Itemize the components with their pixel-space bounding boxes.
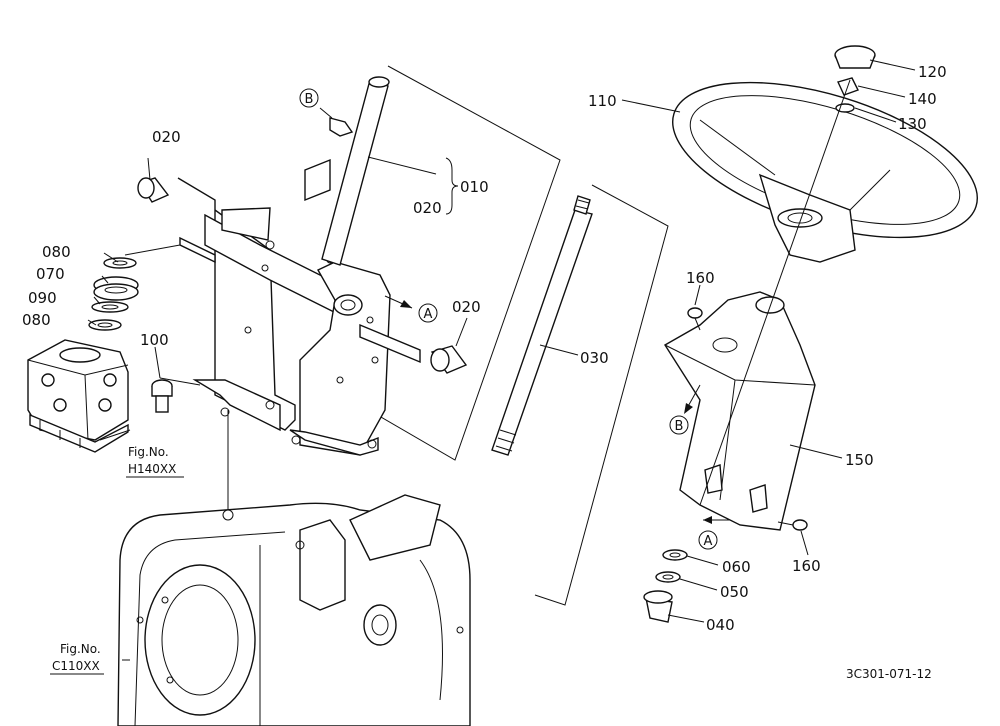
marker-a-cover-text: A (704, 534, 713, 549)
bolt-100 (151, 379, 173, 413)
label-010: 010 (460, 178, 489, 196)
screw-160-top (687, 307, 703, 331)
label-040: 040 (706, 616, 735, 634)
marker-b-clip: B (299, 88, 319, 108)
steering-shaft (491, 195, 593, 456)
marker-a-cover: A (698, 530, 718, 550)
column-tube (321, 76, 390, 266)
clip-b (329, 117, 354, 137)
label-070: 070 (36, 265, 65, 283)
fig-ref-pump-title: Fig.No. (128, 445, 169, 459)
seal-stack (88, 257, 139, 331)
steering-pump-unit (27, 339, 129, 453)
fig-ref-housing-code: C110XX (52, 659, 100, 673)
label-090: 090 (28, 289, 57, 307)
steering-wheel (672, 81, 978, 263)
label-120: 120 (918, 63, 947, 81)
label-160-top: 160 (686, 269, 715, 287)
marker-b-cover-text: B (675, 419, 684, 434)
label-020-left: 020 (152, 128, 181, 146)
marker-a-bracket-text: A (424, 307, 433, 322)
leader-lines (87, 59, 916, 661)
label-130: 130 (898, 115, 927, 133)
label-020-bracket: 020 (413, 199, 442, 217)
label-140: 140 (908, 90, 937, 108)
ref-arrows (319, 107, 730, 524)
drawing-code: 3C301-071-12 (846, 667, 932, 681)
label-100: 100 (140, 331, 169, 349)
bushing-left (137, 177, 170, 203)
transmission-housing (117, 494, 471, 726)
label-050: 050 (720, 583, 749, 601)
label-110: 110 (588, 92, 617, 110)
label-080-bottom: 080 (22, 311, 51, 329)
wheel-hardware (834, 45, 876, 113)
screw-160-bottom (777, 519, 808, 531)
label-060: 060 (722, 558, 751, 576)
lower-hardware (643, 549, 688, 623)
label-080-top: 080 (42, 243, 71, 261)
marker-a-bracket: A (418, 303, 438, 323)
fig-ref-pump-code: H140XX (128, 462, 176, 476)
column-cover (664, 291, 816, 531)
centerline (699, 79, 851, 506)
label-150: 150 (845, 451, 874, 469)
label-030: 030 (580, 349, 609, 367)
fig-ref-housing-title: Fig.No. (60, 642, 101, 656)
label-020-right: 020 (452, 298, 481, 316)
bushing-right (430, 345, 468, 374)
column-bracket (177, 158, 421, 456)
marker-b-clip-text: B (305, 92, 314, 107)
marker-b-cover: B (669, 415, 689, 435)
label-160-bottom: 160 (792, 557, 821, 575)
